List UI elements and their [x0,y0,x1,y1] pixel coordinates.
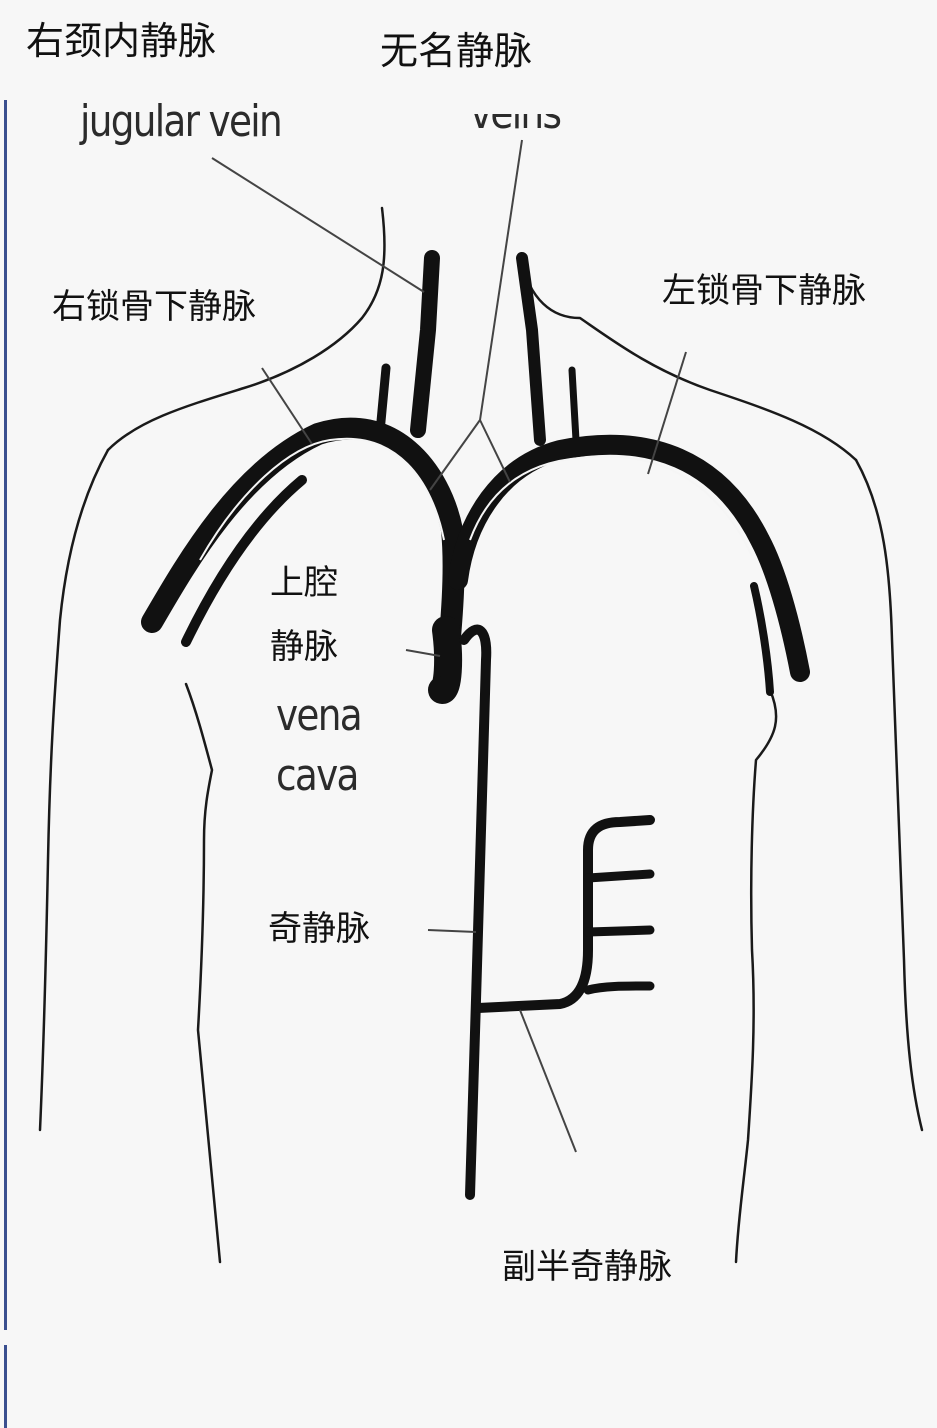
hemiazygos-branch-4 [588,986,650,990]
label-superior-vena-cava-line1: 上腔 [270,566,338,600]
label-azygos-vein: 奇静脉 [268,912,370,946]
leader-jugular [212,158,424,292]
label-english-cava: cava [276,754,358,798]
leader-innominate-a [480,140,522,420]
right-external-jugular-vein [380,368,386,432]
neck-left-outline [108,208,385,450]
label-accessory-hemiazygos-vein: 副半奇静脉 [502,1250,672,1284]
arm-left-inner [186,684,220,1262]
torso-right-outline [856,460,922,1130]
label-english-vena: vena [276,694,361,738]
leader-innominate-c [480,420,510,482]
label-english-veins-clip: veins [470,114,580,134]
hemiazygos-branch-3 [588,930,650,932]
hemiazygos-branch-2 [588,874,650,878]
label-left-subclavian-vein: 左锁骨下静脉 [662,274,866,308]
left-subclavian-branch [754,586,770,692]
arm-right-inner [736,690,776,1262]
leader-right-subclavian [262,368,312,444]
accessory-hemiazygos-vein [478,820,650,1008]
leader-azygos [428,930,476,932]
label-english-veins: veins [470,114,560,134]
label-right-internal-jugular-vein: 右颈内静脉 [26,22,216,60]
label-superior-vena-cava-line2: 静脉 [270,630,338,664]
leader-innominate-b [430,420,480,490]
torso-left-outline [40,450,108,1130]
superior-vena-cava [442,630,448,690]
left-internal-jugular-vein [522,258,540,440]
label-innominate-veins: 无名静脉 [380,32,532,70]
right-internal-jugular-vein [418,258,432,430]
left-external-jugular-vein [572,370,576,440]
label-english-jugular-vein: jugular vein [80,100,281,144]
label-right-subclavian-vein: 右锁骨下静脉 [52,290,256,324]
vein-network [152,258,800,1195]
azygos-vein [464,630,486,1195]
leader-hemiazygos [520,1010,576,1152]
